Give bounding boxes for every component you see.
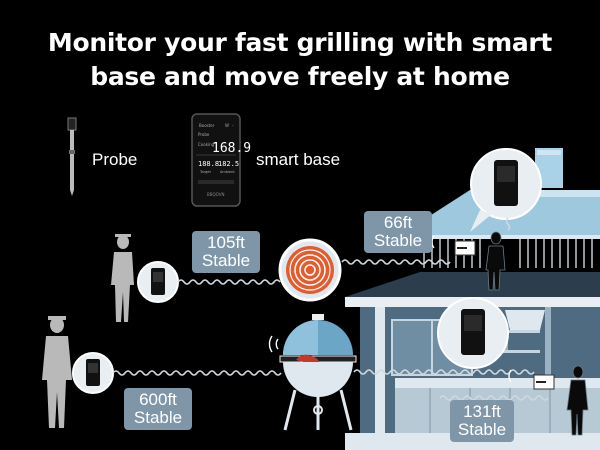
person-kitchen (566, 365, 589, 436)
person-far (42, 316, 72, 428)
probe-signal-bubble (278, 238, 342, 302)
range-badge-66ft: 66ft Stable (364, 211, 432, 253)
base-main-temp: 168.9 (212, 141, 251, 156)
svg-text:W: W (225, 123, 229, 128)
base-target-temp: 188.8 (198, 160, 219, 168)
range-distance: 600ft (139, 390, 177, 409)
smart-base-illustration: Booster W - Probe Cooking 168.9 188.8 18… (191, 113, 251, 207)
base-ambient-temp: 182.5 (218, 160, 239, 168)
range-distance: 105ft (207, 233, 245, 252)
range-status: Stable (133, 408, 183, 427)
probe-label: Probe (92, 150, 138, 169)
person-balcony (485, 231, 506, 291)
headline-line-1: Monitor your fast grilling with smart (47, 28, 553, 57)
grill-illustration (279, 314, 357, 431)
svg-text:Booster: Booster (199, 123, 215, 128)
range-badge-105ft: 105ft Stable (192, 231, 260, 273)
svg-text:-: - (232, 123, 234, 128)
base-ambient-label: Ambient (220, 170, 235, 174)
person-mid (111, 234, 134, 322)
headline: Monitor your fast grilling with smart ba… (0, 26, 600, 94)
svg-text:Cooking: Cooking (198, 142, 215, 147)
device-bubble-left-mid (137, 261, 179, 303)
device-bubble-top-right (470, 148, 542, 232)
range-distance: 66ft (383, 213, 413, 232)
base-target-label: Target (199, 170, 211, 174)
probe-illustration (67, 117, 77, 196)
range-status: Stable (201, 251, 251, 270)
device-bubble-mid-right (437, 297, 509, 369)
smart-base-label: smart base (256, 150, 341, 169)
signal-waves (112, 217, 549, 401)
base-brand: BBQOVN (207, 192, 224, 197)
signal-arcs (268, 235, 512, 383)
svg-text:Probe: Probe (198, 132, 210, 137)
headline-line-2: base and move freely at home (90, 62, 510, 91)
range-badge-600ft: 600ft Stable (124, 388, 192, 430)
device-bubble-left-low (72, 352, 114, 394)
range-badge-131ft: 131ft Stable (450, 400, 514, 442)
range-status: Stable (457, 420, 507, 439)
range-status: Stable (373, 231, 423, 250)
range-distance: 131ft (463, 402, 501, 421)
